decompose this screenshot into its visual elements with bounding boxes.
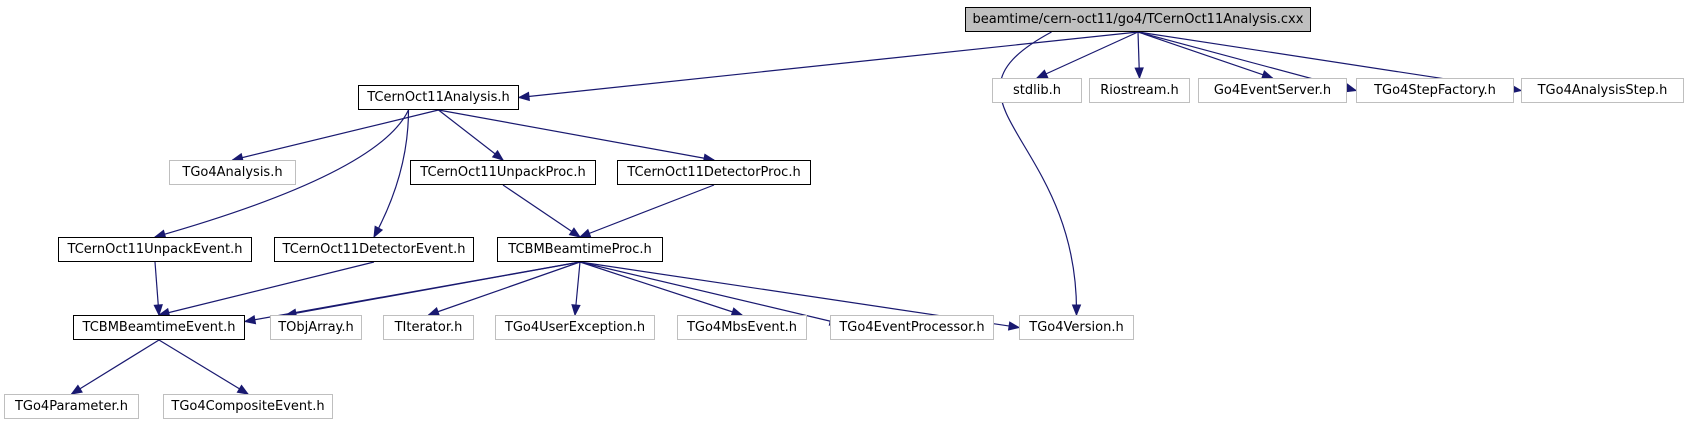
- edge-root-to-eventserver: [1137, 31, 1273, 79]
- node-label: TGo4MbsEvent.h: [686, 320, 798, 335]
- node-tgo4compositeevent-h: TGo4CompositeEvent.h: [163, 394, 333, 419]
- arrowhead-beamtimeevent: [243, 314, 257, 325]
- node-go4eventserver-h: Go4EventServer.h: [1198, 78, 1347, 103]
- node-tgo4version-h: TGo4Version.h: [1019, 315, 1134, 340]
- node-tgo4eventprocessor-h: TGo4EventProcessor.h: [830, 315, 994, 340]
- arrowhead-beamtimeproc: [568, 227, 582, 238]
- node-label: TCBMBeamtimeProc.h: [508, 242, 652, 257]
- arrowhead-analysis_h: [517, 91, 530, 102]
- arrowhead-parameter: [70, 384, 83, 395]
- edge-beamtimeproc-to-iterator: [428, 261, 581, 316]
- edge-beamtimeproc-to-mbsevent: [579, 261, 743, 316]
- arrowhead-userexception: [571, 304, 581, 317]
- edge-root-to-stdlib: [1036, 31, 1139, 79]
- node-label: TCBMBeamtimeEvent.h: [82, 320, 236, 335]
- arrowhead-unpackproc: [491, 149, 505, 161]
- arrowhead-version: [1071, 304, 1082, 317]
- node-tcernoct11detectorproc-h[interactable]: TCernOct11DetectorProc.h: [617, 160, 811, 185]
- node-label: TObjArray.h: [278, 320, 354, 335]
- node-tcernoct11analysis-h[interactable]: TCernOct11Analysis.h: [358, 85, 519, 110]
- arrowhead-riostream: [1134, 67, 1144, 80]
- node-tcbmbeamtimeevent-h[interactable]: TCBMBeamtimeEvent.h: [73, 315, 245, 340]
- edge-beamtimeproc-to-objarray: [285, 261, 581, 316]
- node-tgo4mbsevent-h: TGo4MbsEvent.h: [677, 315, 807, 340]
- node-label: TCernOct11DetectorProc.h: [627, 165, 801, 180]
- node-stdlib-h: stdlib.h: [992, 78, 1082, 103]
- node-label: Riostream.h: [1100, 83, 1179, 98]
- arrowhead-beamtimeproc: [578, 228, 592, 238]
- node-label: TGo4StepFactory.h: [1374, 83, 1496, 98]
- edge-beamtimeevent-to-compositeevent: [158, 339, 249, 395]
- node-titerator-h: TIterator.h: [383, 315, 474, 340]
- node-label: stdlib.h: [1013, 83, 1061, 98]
- arrowhead-beamtimeevent: [153, 304, 163, 317]
- edge-root-to-analysis_h: [518, 31, 1139, 99]
- node-tgo4analysis-h: TGo4Analysis.h: [169, 160, 296, 185]
- edge-analysis_h-to-unpackproc: [438, 109, 504, 161]
- node-tcernoct11unpackproc-h[interactable]: TCernOct11UnpackProc.h: [410, 160, 596, 185]
- edge-analysis_h-to-unpackevent: [154, 109, 410, 238]
- node-label: beamtime/cern-oct11/go4/TCernOct11Analys…: [972, 12, 1304, 27]
- edge-analysis_h-to-detectorproc: [438, 109, 715, 161]
- node-label: TCernOct11UnpackEvent.h: [67, 242, 243, 257]
- node-label: TGo4CompositeEvent.h: [171, 399, 325, 414]
- node-label: TCernOct11DetectorEvent.h: [282, 242, 466, 257]
- node-tcernoct11unpackevent-h[interactable]: TCernOct11UnpackEvent.h: [58, 237, 252, 262]
- node-tgo4userexception-h: TGo4UserException.h: [495, 315, 655, 340]
- edge-detectorproc-to-beamtimeproc: [579, 184, 715, 238]
- node-tcbmbeamtimeproc-h[interactable]: TCBMBeamtimeProc.h: [497, 237, 663, 262]
- node-label: TGo4EventProcessor.h: [839, 320, 985, 335]
- arrowhead-version: [1007, 321, 1021, 331]
- edge-beamtimeevent-to-parameter: [71, 339, 160, 395]
- node-tgo4stepfactory-h: TGo4StepFactory.h: [1356, 78, 1514, 103]
- arrowhead-stdlib: [1035, 69, 1049, 79]
- node-tgo4analysisstep-h: TGo4AnalysisStep.h: [1521, 78, 1684, 103]
- arrowhead-detectorevent: [373, 225, 384, 239]
- node-label: TGo4UserException.h: [504, 320, 646, 335]
- edge-root-to-version: [999, 31, 1078, 316]
- node-tgo4parameter-h: TGo4Parameter.h: [4, 394, 139, 419]
- node-label: Go4EventServer.h: [1213, 83, 1332, 98]
- node-label: TGo4Parameter.h: [14, 399, 129, 414]
- arrowhead-compositeevent: [236, 384, 250, 395]
- node-label: TCernOct11UnpackProc.h: [420, 165, 586, 180]
- node-label: TGo4Analysis.h: [182, 165, 283, 180]
- node-root-file[interactable]: beamtime/cern-oct11/go4/TCernOct11Analys…: [965, 7, 1311, 32]
- node-label: TGo4AnalysisStep.h: [1537, 83, 1668, 98]
- node-label: TIterator.h: [394, 320, 463, 335]
- node-label: TCernOct11Analysis.h: [367, 90, 510, 105]
- edge-unpackproc-to-beamtimeproc: [502, 184, 581, 238]
- edge-analysis_h-to-detectorevent: [373, 109, 410, 238]
- edge-detectorevent-to-beamtimeevent: [158, 261, 375, 316]
- node-tcernoct11detectorevent-h[interactable]: TCernOct11DetectorEvent.h: [274, 237, 474, 262]
- node-riostream-h: Riostream.h: [1089, 78, 1190, 103]
- edge-beamtimeproc-to-eventprocessor: [579, 261, 841, 325]
- node-tobjarray-h: TObjArray.h: [270, 315, 362, 340]
- node-label: TGo4Version.h: [1029, 320, 1124, 335]
